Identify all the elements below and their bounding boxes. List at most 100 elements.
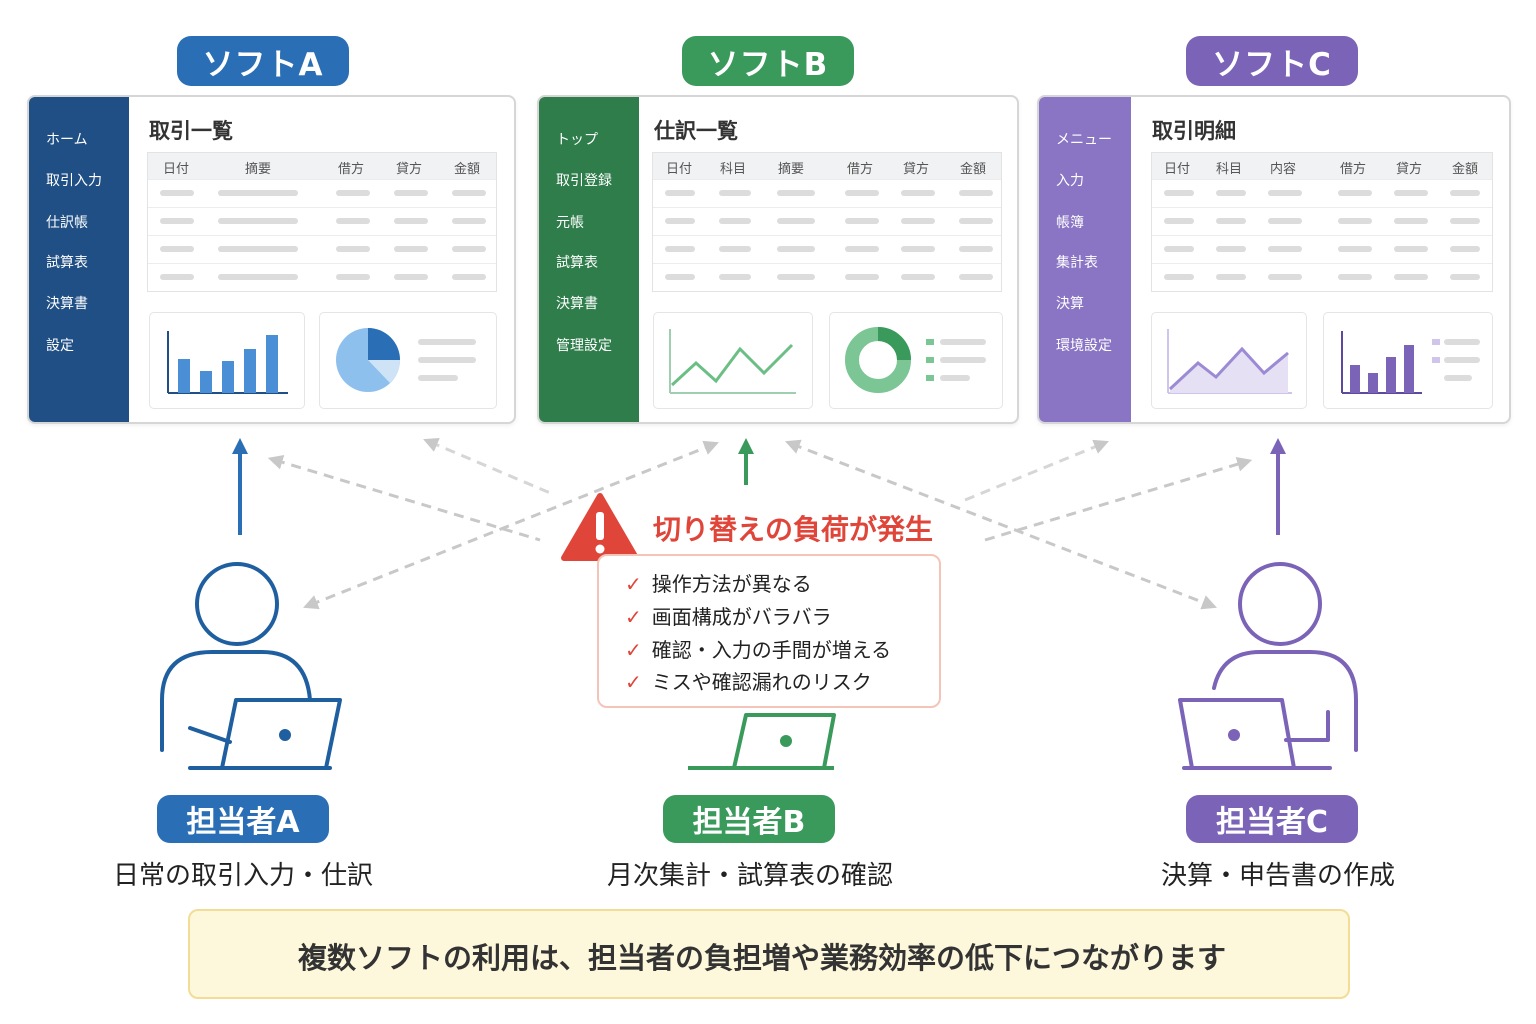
menu-item[interactable]: 試算表 — [46, 255, 88, 271]
area-chart-thumbnail — [1167, 329, 1292, 394]
table-cell-placeholder — [959, 218, 993, 224]
table-cell-placeholder — [777, 246, 815, 252]
table-cell-placeholder — [901, 218, 935, 224]
area-chart-panel — [1151, 312, 1307, 409]
menu-item[interactable]: 決算 — [1056, 296, 1084, 312]
person-c-icon — [1178, 562, 1358, 770]
table-cell-placeholder — [777, 218, 815, 224]
role-a-description: 日常の取引入力・仕訳 — [112, 861, 373, 891]
table-cell-placeholder — [160, 190, 194, 196]
table-cell-placeholder — [1394, 218, 1428, 224]
data-table: 日付 科目 摘要 借方 貸方 金額 — [652, 152, 1002, 292]
warning-icon — [561, 493, 639, 561]
menu-item[interactable]: 入力 — [1056, 173, 1084, 189]
menu-item[interactable]: トップ — [556, 132, 598, 148]
column-header: 借方 — [1340, 162, 1367, 177]
role-a-label: 担当者A — [157, 795, 329, 843]
table-cell-placeholder — [1268, 190, 1302, 196]
warning-item-text: ミスや確認漏れのリスク — [651, 670, 872, 694]
menu-item[interactable]: 取引入力 — [46, 173, 102, 189]
table-cell-placeholder — [1394, 274, 1428, 280]
table-cell-placeholder — [719, 190, 751, 196]
table-row-divider — [653, 207, 1001, 208]
table-row-divider — [148, 263, 496, 264]
line-chart-thumbnail — [669, 329, 796, 394]
summary-text: 複数ソフトの利用は、担当者の負担増や業務効率の低下につながります — [298, 941, 1227, 975]
column-header: 科目 — [1216, 162, 1243, 177]
data-table: 日付 科目 内容 借方 貸方 金額 — [1151, 152, 1493, 292]
software-a-label: ソフトA — [177, 36, 349, 86]
line-chart-panel — [653, 312, 813, 409]
column-header: 貸方 — [903, 162, 930, 177]
menu-item[interactable]: 帳簿 — [1056, 215, 1084, 231]
window-title: 取引明細 — [1152, 119, 1236, 143]
window-title: 仕訳一覧 — [654, 119, 738, 143]
table-row-divider — [653, 179, 1001, 180]
table-cell-placeholder — [218, 246, 298, 252]
warning-item: ✓ ミスや確認漏れのリスク — [625, 666, 872, 695]
menu-item[interactable]: 設定 — [46, 338, 74, 354]
table-cell-placeholder — [665, 274, 695, 280]
column-header: 日付 — [163, 162, 190, 177]
donut-chart-thumbnail — [845, 327, 986, 393]
table-cell-placeholder — [845, 246, 879, 252]
table-cell-placeholder — [845, 218, 879, 224]
donut-chart-panel — [829, 312, 1003, 409]
check-icon: ✓ — [625, 572, 642, 596]
table-row-divider — [653, 235, 1001, 236]
bar-chart-thumbnail — [1341, 331, 1480, 394]
table-cell-placeholder — [959, 246, 993, 252]
warning-item: ✓画面構成がバラバラ — [625, 601, 832, 630]
table-cell-placeholder — [1268, 218, 1302, 224]
menu-item[interactable]: 元帳 — [556, 215, 584, 231]
table-cell-placeholder — [1164, 218, 1194, 224]
dashed-arrow — [423, 438, 556, 497]
software-c-window: メニュー 入力 帳簿 集計表 決算 環境設定 取引明細 日付 科目 内容 借方 … — [1037, 95, 1511, 424]
check-icon: ✓ — [625, 670, 642, 694]
menu-item[interactable]: 集計表 — [1056, 255, 1098, 271]
table-cell-placeholder — [1450, 274, 1480, 280]
role-b-description: 月次集計・試算表の確認 — [606, 861, 893, 891]
column-header: 摘要 — [778, 162, 805, 177]
menu-item[interactable]: 決算書 — [556, 296, 598, 312]
software-c-label: ソフトC — [1186, 36, 1358, 86]
menu-item[interactable]: 決算書 — [46, 296, 88, 312]
table-cell-placeholder — [665, 218, 695, 224]
table-cell-placeholder — [777, 274, 815, 280]
table-cell-placeholder — [1268, 274, 1302, 280]
table-cell-placeholder — [1216, 246, 1246, 252]
menu-item[interactable]: 試算表 — [556, 255, 598, 271]
table-row-divider — [148, 179, 496, 180]
person-a-icon — [160, 562, 342, 770]
table-cell-placeholder — [719, 218, 751, 224]
menu-item[interactable]: 管理設定 — [556, 338, 612, 354]
menu-item[interactable]: 環境設定 — [1056, 338, 1112, 354]
column-header: 金額 — [1452, 162, 1479, 177]
menu-item[interactable]: 仕訳帳 — [46, 215, 88, 231]
dashed-arrow — [785, 439, 1217, 610]
software-c-sidebar: メニュー 入力 帳簿 集計表 決算 環境設定 — [1039, 97, 1131, 422]
table-cell-placeholder — [336, 246, 370, 252]
column-header: 借方 — [847, 162, 874, 177]
table-cell-placeholder — [777, 190, 815, 196]
table-cell-placeholder — [845, 274, 879, 280]
table-row-divider — [1152, 235, 1492, 236]
table-row-divider — [1152, 207, 1492, 208]
menu-item[interactable]: ホーム — [46, 132, 88, 148]
table-cell-placeholder — [665, 246, 695, 252]
bar-chart-thumbnail — [167, 331, 288, 394]
menu-item[interactable]: メニュー — [1056, 132, 1112, 148]
table-header: 日付 摘要 借方 貸方 金額 — [148, 153, 496, 179]
table-cell-placeholder — [336, 274, 370, 280]
bar-chart-panel — [149, 312, 305, 409]
table-cell-placeholder — [901, 190, 935, 196]
software-a-window: ホーム 取引入力 仕訳帳 試算表 決算書 設定 取引一覧 日付 摘要 借方 貸方… — [27, 95, 516, 424]
dashed-arrow — [964, 439, 1109, 502]
table-cell-placeholder — [1164, 190, 1194, 196]
table-cell-placeholder — [1216, 274, 1246, 280]
table-cell-placeholder — [160, 218, 194, 224]
table-cell-placeholder — [959, 190, 993, 196]
warning-box: ✓操作方法が異なる ✓画面構成がバラバラ ✓確認・入力の手間が増える ✓ミスや確… — [597, 554, 941, 708]
menu-item[interactable]: 取引登録 — [556, 173, 612, 189]
column-header: 貸方 — [1396, 162, 1423, 177]
